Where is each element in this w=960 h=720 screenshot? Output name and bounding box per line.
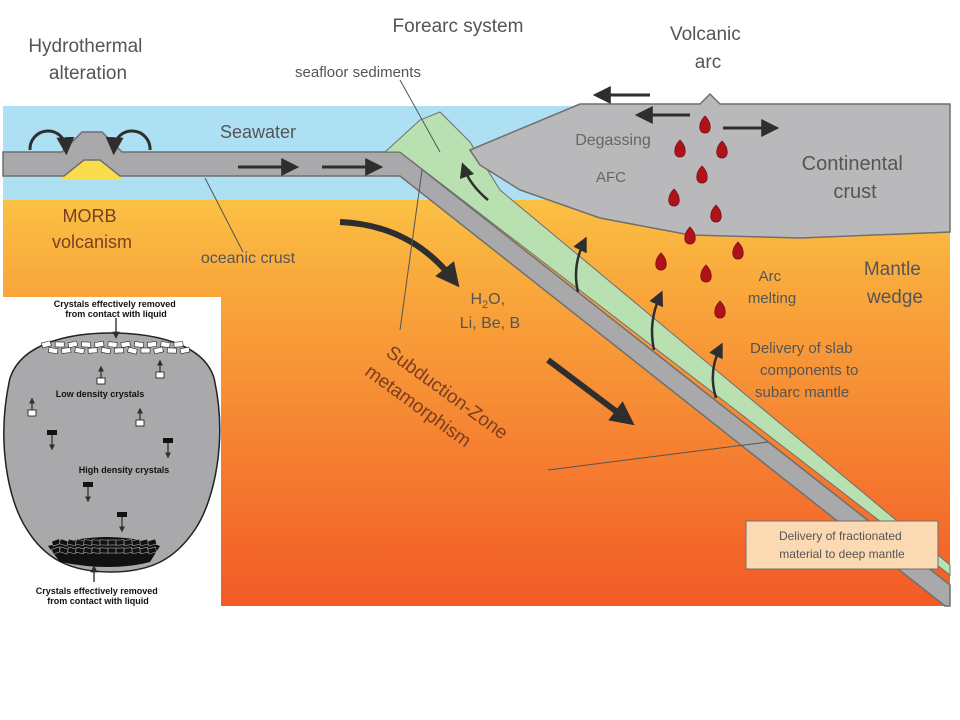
magma-droplet xyxy=(674,139,686,158)
afc-label: AFC xyxy=(596,169,626,186)
floating-crystal xyxy=(146,341,158,348)
settled-crystal xyxy=(107,547,117,554)
high-density-crystal xyxy=(117,512,127,517)
slab-component-arrows xyxy=(573,236,723,399)
magma-droplet xyxy=(655,252,667,271)
settled-crystal xyxy=(91,539,101,546)
arc-melting-label: Arc melting xyxy=(748,268,796,307)
hydrothermal-arrows xyxy=(28,129,152,156)
leader-lines xyxy=(204,79,769,471)
oceanic-crust-label: oceanic crust xyxy=(201,250,296,267)
magma-droplets xyxy=(655,115,744,319)
settled-crystal xyxy=(115,547,125,554)
magma-droplet xyxy=(700,264,712,283)
magma-droplet xyxy=(732,241,744,260)
magma-droplet xyxy=(668,188,680,207)
high-density-crystal xyxy=(47,430,57,435)
plate-motion-arrows xyxy=(238,86,780,176)
magma-chamber xyxy=(3,332,221,573)
floating-crystal xyxy=(48,347,59,355)
hydrothermal-label: Hydrothermal alteration xyxy=(28,36,147,84)
floating-crystal xyxy=(87,347,98,354)
settled-crystal xyxy=(131,547,141,554)
floating-crystal xyxy=(133,341,145,348)
high-density-crystal xyxy=(83,482,93,487)
low-density-label: Low density crystals xyxy=(56,389,145,399)
seafloor-sediments-label: seafloor sediments xyxy=(295,64,421,81)
floating-crystal xyxy=(153,346,164,355)
suspended-crystals xyxy=(27,359,173,533)
continental-crust xyxy=(468,92,951,239)
settled-crystal xyxy=(91,547,101,554)
settled-crystal xyxy=(147,546,158,555)
crystal-settling-inset: Crystals effectively removed from contac… xyxy=(2,297,221,608)
inset-bottom-caption: Crystals effectively removed from contac… xyxy=(36,586,161,606)
forearc-label: Forearc system xyxy=(393,16,524,37)
floating-crystal xyxy=(61,347,72,354)
floating-crystal xyxy=(160,341,171,349)
sediment-wedge xyxy=(383,111,951,577)
settled-crystal xyxy=(75,538,85,547)
low-density-crystal xyxy=(27,409,37,417)
floating-crystal xyxy=(127,346,138,355)
magma-droplet xyxy=(684,226,696,245)
settled-crystal xyxy=(123,539,133,546)
deep-mantle-note: Delivery of fractionated material to dee… xyxy=(779,529,905,561)
fluid-flow-arrow xyxy=(339,219,460,288)
magma-droplet xyxy=(696,165,708,184)
settled-crystal xyxy=(147,538,158,547)
degassing-label: Degassing xyxy=(575,132,651,149)
deep-mantle-note-box xyxy=(745,520,939,570)
floating-crystal xyxy=(167,347,177,354)
magma-droplet xyxy=(699,115,711,134)
delivery-slab-label: Delivery of slab components to subarc ma… xyxy=(750,340,863,401)
low-density-crystal xyxy=(155,371,165,379)
floating-crystal-layer xyxy=(40,340,191,355)
low-density-crystal xyxy=(96,377,106,385)
morb-label: MORB volcanism xyxy=(52,206,132,252)
oceanic-crust-band xyxy=(2,131,951,607)
floating-crystal xyxy=(54,341,65,348)
floating-crystal xyxy=(114,347,124,354)
forearc-arrow xyxy=(459,162,489,201)
settled-crystal xyxy=(83,539,93,546)
seawater-label: Seawater xyxy=(220,122,296,142)
settled-crystal xyxy=(131,538,141,546)
settled-crystal xyxy=(123,547,133,554)
settled-crystal xyxy=(99,539,109,546)
volcanic-arc-label: Volcanic arc xyxy=(670,24,746,73)
floating-crystal xyxy=(173,341,184,348)
settled-crystal-layer xyxy=(48,537,160,567)
fluids-label: H2O, Li, Be, B xyxy=(460,291,520,332)
magma-droplet xyxy=(714,300,726,319)
high-density-crystal xyxy=(163,438,173,443)
floating-crystal xyxy=(120,340,131,348)
continental-crust-label: Continental crust xyxy=(802,153,909,203)
floating-crystal xyxy=(81,341,92,348)
inset-top-caption: Crystals effectively removed from contac… xyxy=(54,299,179,319)
mantle-wedge-label: Mantle wedge xyxy=(864,259,926,308)
settled-crystal xyxy=(99,547,109,554)
low-density-crystal xyxy=(135,419,145,427)
floating-crystal xyxy=(40,340,52,349)
settled-crystal xyxy=(107,539,117,546)
slab-descent-arrow xyxy=(546,357,635,426)
magma-droplet xyxy=(716,140,728,159)
floating-crystal xyxy=(179,346,191,355)
floating-crystal xyxy=(93,340,105,349)
floating-crystal xyxy=(67,340,79,349)
magma-droplet xyxy=(710,204,722,223)
floating-crystal xyxy=(100,346,112,355)
floating-crystal xyxy=(140,347,151,354)
settled-crystal xyxy=(83,547,93,554)
floating-crystal xyxy=(107,341,118,348)
floating-crystal xyxy=(74,347,85,355)
settled-crystal xyxy=(115,539,125,546)
high-density-label: High density crystals xyxy=(79,465,170,475)
